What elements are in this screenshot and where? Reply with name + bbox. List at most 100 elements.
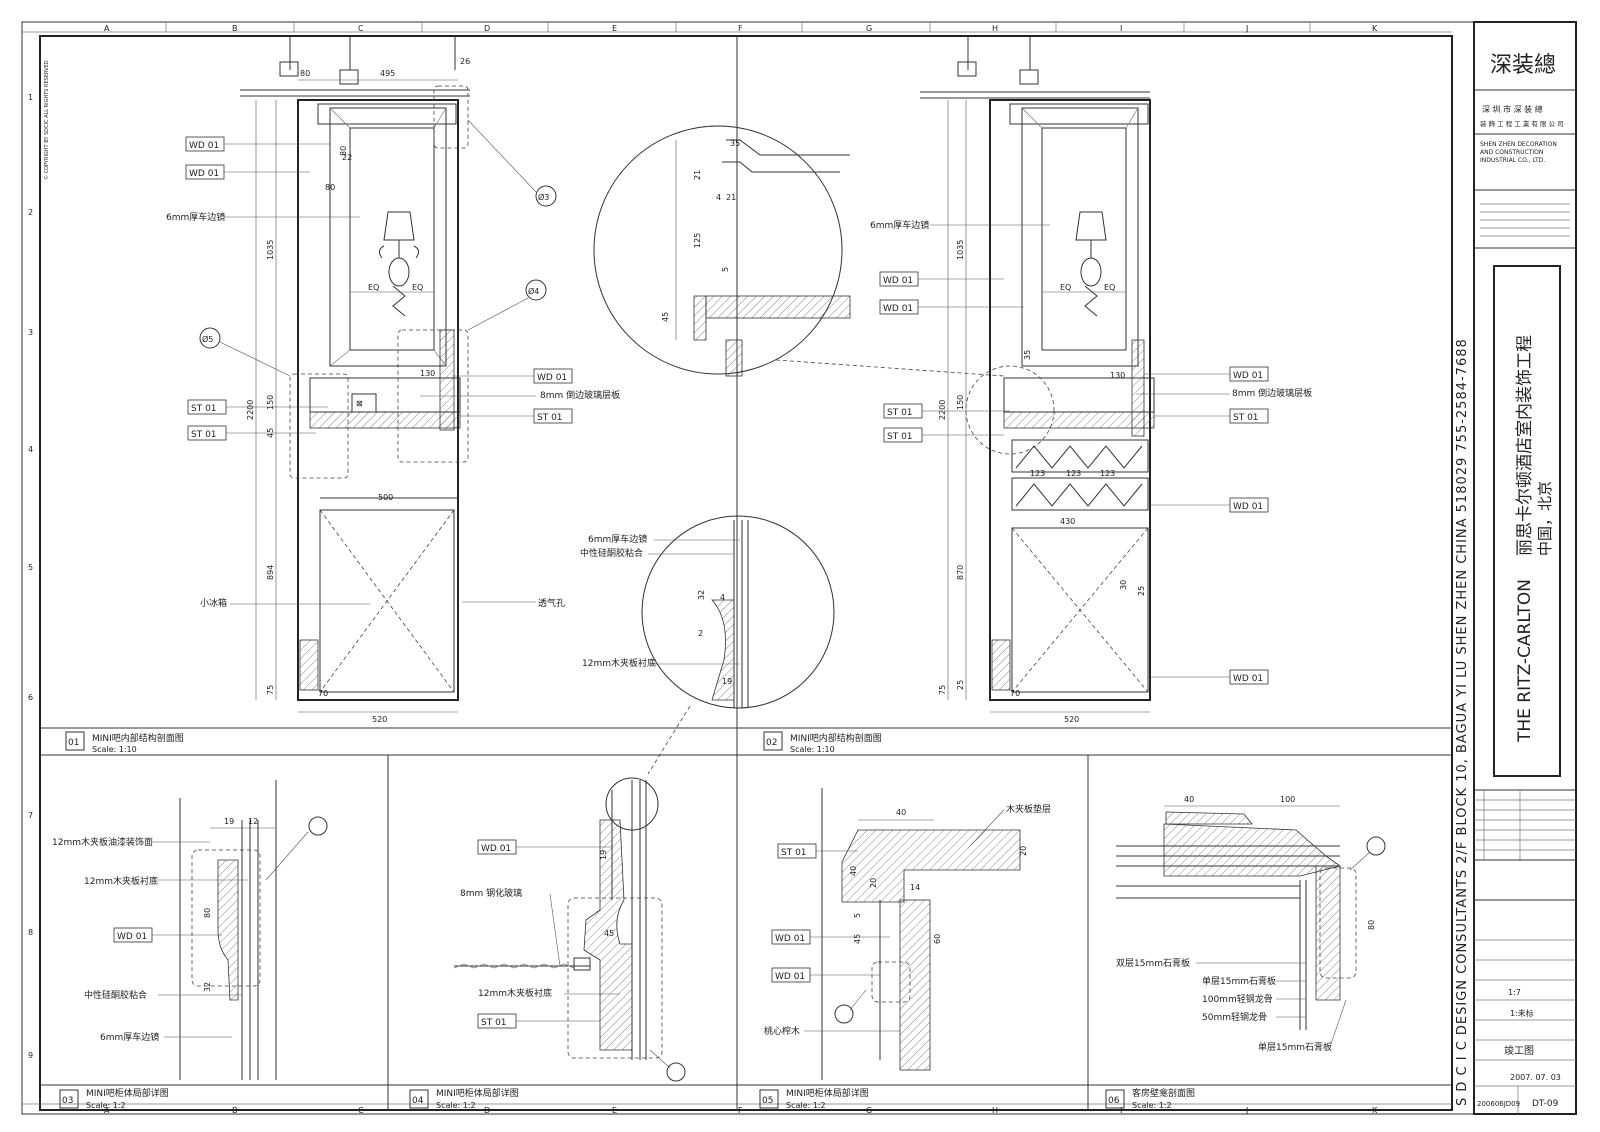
- svg-text:123: 123: [1066, 469, 1081, 478]
- svg-text:WD 01: WD 01: [189, 169, 219, 179]
- svg-text:2: 2: [698, 629, 703, 638]
- svg-text:520: 520: [1064, 715, 1079, 724]
- svg-text:客房壁龛剖面图: 客房壁龛剖面图: [1132, 1087, 1195, 1099]
- svg-text:894: 894: [266, 565, 275, 580]
- svg-text:Scale: 1:2: Scale: 1:2: [1132, 1101, 1172, 1110]
- svg-text:4: 4: [28, 445, 33, 454]
- drawing-frame: [39, 35, 1453, 1111]
- svg-text:Scale: 1:2: Scale: 1:2: [86, 1101, 126, 1110]
- svg-text:430: 430: [1060, 517, 1075, 526]
- svg-text:8mm 钢化玻璃: 8mm 钢化玻璃: [460, 887, 522, 899]
- svg-text:Scale: 1:2: Scale: 1:2: [786, 1101, 826, 1110]
- detail-bubble-upper: 35 21 4 21 125 5 45: [593, 125, 1005, 377]
- svg-text:A: A: [104, 24, 110, 33]
- svg-text:WD 01: WD 01: [537, 373, 567, 383]
- svg-text:12mm木夹板衬底: 12mm木夹板衬底: [478, 987, 552, 999]
- svg-text:透气孔: 透气孔: [538, 597, 565, 609]
- svg-text:ST 01: ST 01: [887, 432, 913, 442]
- svg-text:123: 123: [1100, 469, 1115, 478]
- svg-text:05: 05: [762, 1096, 773, 1106]
- svg-text:H: H: [992, 1106, 998, 1115]
- svg-text:80: 80: [300, 69, 310, 78]
- detail-view-05: 40 40 20 20 14 5 45 60 木夹板垫层 ST 01 WD 01…: [764, 788, 1051, 1080]
- svg-text:12mm木夹板衬底: 12mm木夹板衬底: [582, 657, 656, 669]
- svg-text:MINI吧内部结构剖面图: MINI吧内部结构剖面图: [790, 732, 882, 744]
- view-title-03: 03 MINI吧柜体局部详图 Scale: 1:2: [59, 1087, 169, 1110]
- svg-text:Ø5: Ø5: [202, 334, 213, 344]
- svg-text:WD 01: WD 01: [117, 932, 147, 942]
- svg-text:6mm厚车边镜: 6mm厚车边镜: [166, 211, 225, 223]
- svg-text:9: 9: [28, 1051, 33, 1060]
- svg-text:8mm 倒边玻璃层板: 8mm 倒边玻璃层板: [1232, 387, 1312, 399]
- svg-text:32: 32: [203, 982, 212, 992]
- view-title-04: 04 MINI吧柜体局部详图 Scale: 1:2: [409, 1087, 519, 1110]
- svg-text:19: 19: [599, 850, 608, 860]
- svg-text:K: K: [1372, 1106, 1378, 1115]
- svg-text:130: 130: [1110, 371, 1125, 380]
- svg-text:03: 03: [62, 1096, 73, 1106]
- svg-text:520: 520: [372, 715, 387, 724]
- date-field: 2007. 07. 03: [1510, 1073, 1561, 1082]
- svg-text:80: 80: [325, 183, 335, 192]
- svg-text:2200: 2200: [246, 400, 255, 420]
- svg-text:45: 45: [604, 929, 614, 938]
- svg-text:F: F: [738, 24, 743, 33]
- detail-bubble-middle: 6mm厚车边镜 中性硅酮胶粘合 32 4 2 12mm木夹板衬底 19: [580, 515, 835, 775]
- svg-text:WD 01: WD 01: [775, 972, 805, 982]
- svg-text:22: 22: [342, 153, 352, 162]
- svg-text:50mm轻钢龙骨: 50mm轻钢龙骨: [1202, 1011, 1267, 1023]
- svg-text:单层15mm石膏板: 单层15mm石膏板: [1202, 975, 1276, 987]
- svg-text:04: 04: [412, 1096, 424, 1106]
- svg-text:01: 01: [68, 738, 79, 748]
- svg-text:中性硅酮胶粘合: 中性硅酮胶粘合: [580, 547, 643, 559]
- svg-text:装 飾 工 程 工 業 有 限 公 司: 装 飾 工 程 工 業 有 限 公 司: [1480, 119, 1564, 128]
- svg-text:40: 40: [1184, 795, 1194, 804]
- svg-text:1035: 1035: [266, 240, 275, 260]
- svg-text:123: 123: [1030, 469, 1045, 478]
- detail-view-06: 40 100 80 双层15mm石膏板 单层15mm石膏板 100mm轻钢龙骨 …: [1116, 795, 1386, 1053]
- company-name-en: SHEN ZHEN DECORATION: [1480, 141, 1557, 148]
- svg-text:5: 5: [721, 267, 730, 272]
- svg-text:Ø3: Ø3: [538, 192, 549, 202]
- company-name-cn: 深 圳 市 深 装 總: [1482, 104, 1543, 114]
- svg-text:WD 01: WD 01: [775, 934, 805, 944]
- svg-text:8: 8: [28, 928, 33, 937]
- svg-text:MINI吧柜体局部详图: MINI吧柜体局部详图: [786, 1087, 869, 1099]
- detail-view-04: 19 45 WD 01 8mm 钢化玻璃 12mm木夹板衬底 ST 01: [453, 777, 686, 1082]
- svg-text:80: 80: [203, 908, 212, 918]
- grid-column-labels: AA BB CC DD EE FF GG HH II JJ KK: [104, 24, 1378, 1115]
- svg-text:ST 01: ST 01: [887, 408, 913, 418]
- svg-text:E: E: [612, 24, 617, 33]
- svg-text:70: 70: [318, 689, 328, 698]
- svg-text:ST 01: ST 01: [537, 413, 563, 423]
- svg-text:125: 125: [693, 233, 702, 248]
- svg-text:F: F: [738, 1106, 743, 1115]
- svg-text:ST 01: ST 01: [1233, 413, 1259, 423]
- svg-text:100: 100: [1280, 795, 1295, 804]
- project-name-en: THE RITZ-CARLTON: [1515, 579, 1535, 743]
- project-name-cn: 丽思卡尔顿酒店室内装饰工程: [1515, 335, 1535, 556]
- svg-text:⊠: ⊠: [356, 399, 363, 408]
- svg-text:20: 20: [1019, 846, 1028, 856]
- svg-text:21: 21: [693, 170, 702, 180]
- svg-text:Scale: 1:10: Scale: 1:10: [790, 745, 835, 754]
- svg-text:Scale: 1:2: Scale: 1:2: [436, 1101, 476, 1110]
- svg-text:19: 19: [722, 677, 732, 686]
- svg-text:8mm 倒边玻璃层板: 8mm 倒边玻璃层板: [540, 389, 620, 401]
- svg-text:ST 01: ST 01: [781, 848, 807, 858]
- svg-text:5: 5: [28, 563, 33, 572]
- svg-text:32: 32: [697, 590, 706, 600]
- svg-text:WD 01: WD 01: [883, 276, 913, 286]
- svg-text:EQ: EQ: [1104, 283, 1115, 292]
- svg-text:G: G: [866, 24, 872, 33]
- svg-text:D: D: [484, 24, 490, 33]
- svg-text:ST 01: ST 01: [191, 404, 217, 414]
- svg-text:WD 01: WD 01: [1233, 502, 1263, 512]
- svg-text:100mm轻钢龙骨: 100mm轻钢龙骨: [1202, 993, 1273, 1005]
- svg-text:35: 35: [730, 139, 740, 148]
- svg-text:I: I: [1120, 24, 1122, 33]
- svg-text:12mm木夹板油漆装饰面: 12mm木夹板油漆装饰面: [52, 836, 153, 848]
- svg-text:INDUSTRIAL CO., LTD.: INDUSTRIAL CO., LTD.: [1480, 157, 1545, 164]
